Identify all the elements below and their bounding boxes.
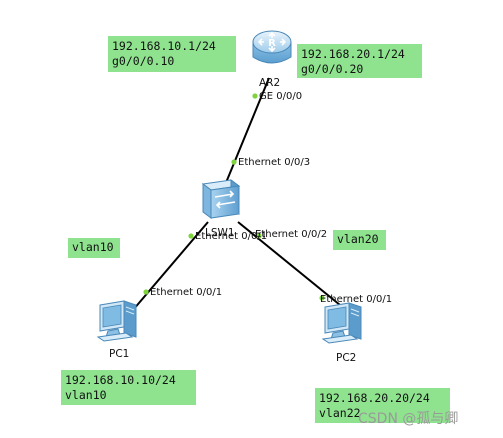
pc2-device[interactable] [321,297,369,345]
note-router-subif-10-ip: 192.168.10.1/24 [112,39,216,53]
port-label-pc1-e1: Ethernet 0/0/1 [150,287,223,298]
router-icon: R [252,30,292,64]
port-dot-router-ge [252,93,258,99]
note-router-subif-10-if: g0/0/0.10 [112,54,175,68]
switch-name: LSW1 [205,227,235,239]
port-dot-switch-e1 [188,233,194,239]
pc1-device[interactable] [96,295,144,343]
switch-icon [201,179,241,219]
port-label-switch-e1: Ethernet 0/0/1 [195,231,268,242]
note-router-subif-20-ip: 192.168.20.1/24 [301,47,405,61]
note-router-subif-20: 192.168.20.1/24 g0/0/0.20 [297,44,422,78]
note-vlan10: vlan10 [68,238,120,258]
note-vlan20-text: vlan20 [337,232,379,246]
note-pc1-vlan: vlan10 [65,388,107,402]
note-pc2-ip: 192.168.20.20/24 [319,391,430,405]
note-pc1-ip: 192.168.10.10/24 [65,373,176,387]
port-label-pc2-e1: Ethernet 0/0/1 [320,294,393,305]
pc-icon [96,300,137,342]
note-router-subif-20-if: g0/0/0.20 [301,62,364,76]
router-name: AR2 [259,77,281,89]
pc-icon [321,302,362,344]
port-dot-pc1-e1 [143,289,149,295]
port-dot-switch-e3 [231,159,237,165]
switch-device[interactable] [197,176,243,222]
pc1-name: PC1 [109,348,130,360]
link-router-switch [222,77,270,191]
port-dots [143,93,325,301]
port-label-switch-e3: Ethernet 0/0/3 [238,157,311,168]
port-dot-switch-e2 [256,233,262,239]
svg-text:R: R [268,38,276,49]
pc2-name: PC2 [336,352,357,364]
link-switch-pc2 [237,221,341,306]
note-pc2-config: 192.168.20.20/24 vlan22 [315,388,450,423]
note-vlan10-text: vlan10 [72,240,114,254]
watermark: CSDN @孤与卿 [358,411,459,427]
router-device[interactable]: R [249,25,295,71]
note-vlan20: vlan20 [333,230,386,250]
link-switch-pc1 [132,221,209,311]
note-pc2-vlan: vlan22 [319,406,361,420]
note-pc1-config: 192.168.10.10/24 vlan10 [61,370,196,405]
links [132,77,341,311]
port-label-router-ge: GE 0/0/0 [259,91,303,102]
port-label-switch-e2: Ethernet 0/0/2 [255,229,328,240]
note-router-subif-10: 192.168.10.1/24 g0/0/0.10 [108,36,236,72]
port-dot-pc2-e1 [319,295,325,301]
